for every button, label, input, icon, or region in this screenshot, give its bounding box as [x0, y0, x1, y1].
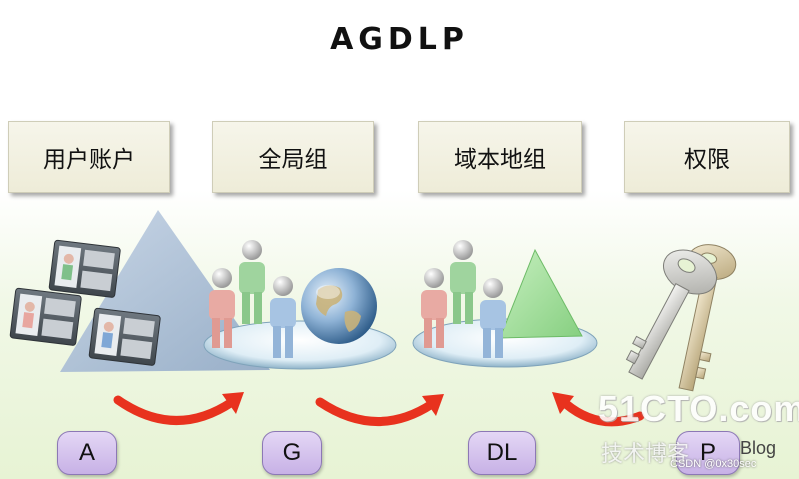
- user-account-card-icon: [9, 287, 82, 346]
- watermark-credit: CSDN @0x30sec: [670, 458, 757, 470]
- key-icon: [625, 244, 737, 392]
- header-user-accounts: 用户账户: [8, 121, 170, 193]
- user-account-card-icon: [48, 239, 121, 298]
- header-global-group: 全局组: [212, 121, 374, 193]
- watermark-site: 51CTO.com: [598, 388, 799, 429]
- pill-dl: DL: [468, 431, 536, 475]
- arrow-icon: [561, 399, 645, 427]
- arrow-a-to-g: [113, 392, 244, 425]
- user-group-icon: [209, 240, 296, 358]
- globe-icon: [301, 268, 377, 344]
- arrow-g-to-dl: [315, 394, 444, 426]
- arrow-p-to-dl: [552, 392, 645, 427]
- pill-p: P: [676, 431, 740, 475]
- header-domain-local-group: 域本地组: [418, 121, 582, 193]
- pill-g: G: [262, 431, 322, 475]
- diagram-title: AGDLP: [330, 22, 469, 57]
- triangle-icon: [499, 248, 583, 339]
- header-permissions: 权限: [624, 121, 790, 193]
- global-group-illustration: [203, 240, 397, 370]
- watermark-blog: Blog: [740, 438, 777, 458]
- domain-local-group-illustration: [412, 240, 598, 368]
- watermark-subtitle: 技术博客: [601, 442, 690, 467]
- arrow-icon: [315, 397, 437, 426]
- user-account-card-icon: [88, 307, 161, 366]
- user-group-icon: [421, 240, 506, 358]
- arrow-icon: [113, 395, 237, 425]
- pill-a: A: [57, 431, 117, 475]
